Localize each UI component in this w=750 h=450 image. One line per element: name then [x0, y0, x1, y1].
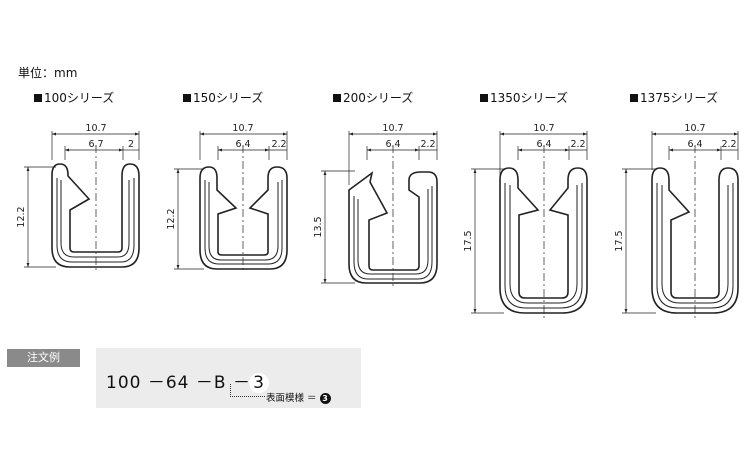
dim-height-150: 12.2 [166, 208, 177, 229]
code-sep-1: － [147, 373, 166, 393]
dim-inner-200: 6.4 [385, 139, 400, 150]
series-label-1350: 1350シリーズ [480, 89, 568, 106]
dim-height-1375: 17.5 [614, 230, 625, 251]
bullet-square-icon [34, 94, 42, 102]
bullet-square-icon [333, 94, 341, 102]
code-part-size: 64 [165, 373, 190, 393]
profile-200 [321, 131, 438, 287]
dim-width-200: 10.7 [382, 123, 403, 134]
dim-side-1375: 2.2 [721, 139, 736, 150]
code-part-color: －B [195, 373, 227, 393]
series-label-150: 150シリーズ [183, 89, 263, 106]
dim-side-100: 2 [128, 139, 134, 150]
series-label-100: 100シリーズ [34, 89, 114, 106]
dim-inner-1350: 6.4 [536, 139, 551, 150]
pattern-note: 表面模様 ＝ 3 [266, 390, 331, 404]
dim-inner-100: 6.7 [88, 139, 103, 150]
dim-side-150: 2.2 [271, 139, 286, 150]
dim-width-150: 10.7 [232, 123, 253, 134]
order-example-box: 100 －64 －B －3 表面模様 ＝ 3 [96, 348, 361, 408]
dim-side-1350: 2.2 [570, 139, 585, 150]
series-label-1375: 1375シリーズ [630, 89, 718, 106]
dim-inner-1375: 6.4 [687, 139, 702, 150]
profile-1375 [622, 131, 739, 318]
dim-inner-150: 6.4 [235, 139, 250, 150]
code-part-pattern: 3 [248, 373, 269, 393]
pattern-note-label: 表面模様 ＝ [266, 393, 317, 404]
dim-height-1350: 17.5 [463, 230, 474, 251]
dim-side-200: 2.2 [420, 139, 435, 150]
dim-width-1350: 10.7 [533, 123, 554, 134]
leader-line [230, 384, 265, 397]
dim-height-200: 13.5 [313, 216, 324, 237]
code-part-series: 100 [106, 373, 142, 393]
dim-width-100: 10.7 [85, 123, 106, 134]
order-code: 100 －64 －B －3 [106, 368, 269, 393]
dim-height-100: 12.2 [16, 206, 27, 227]
code-sep-2: － [232, 373, 251, 393]
bullet-square-icon [630, 94, 638, 102]
bullet-square-icon [480, 94, 488, 102]
unit-label: 単位：mm [18, 66, 78, 80]
profile-150 [174, 131, 288, 272]
series-label-200: 200シリーズ [333, 89, 413, 106]
order-example-tab: 注文例 [7, 349, 80, 367]
bullet-square-icon [183, 94, 191, 102]
dim-width-1375: 10.7 [684, 123, 705, 134]
number-badge-icon: 3 [319, 393, 331, 404]
profile-1350 [471, 131, 588, 318]
profile-100 [24, 131, 140, 270]
